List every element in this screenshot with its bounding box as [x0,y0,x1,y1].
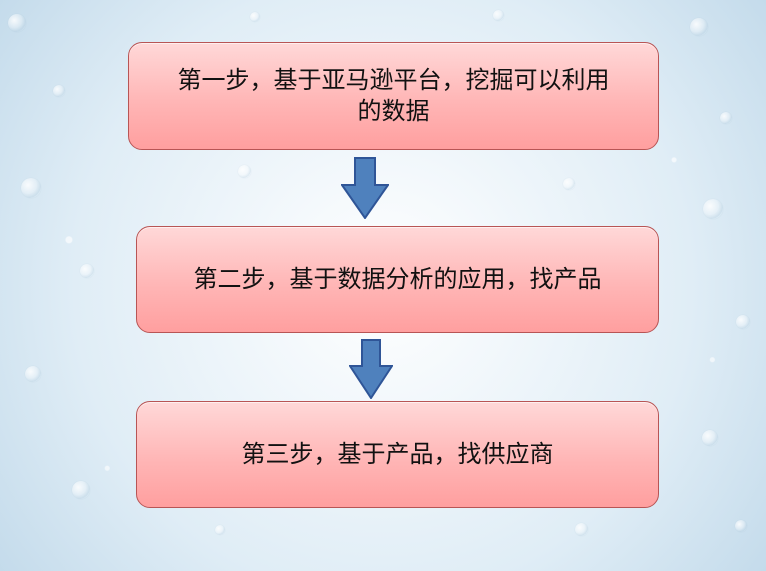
down-arrow-2 [349,339,393,399]
step-box-3: 第三步，基于产品，找供应商 [136,401,659,508]
down-arrow-1 [341,157,389,219]
step-box-2: 第二步，基于数据分析的应用，找产品 [136,226,659,333]
step-box-1: 第一步，基于亚马逊平台，挖掘可以利用 的数据 [128,42,659,150]
step-label-1: 第一步，基于亚马逊平台，挖掘可以利用 的数据 [177,66,610,125]
step-label-3: 第三步，基于产品，找供应商 [241,440,554,469]
step-label-2: 第二步，基于数据分析的应用，找产品 [193,265,602,294]
